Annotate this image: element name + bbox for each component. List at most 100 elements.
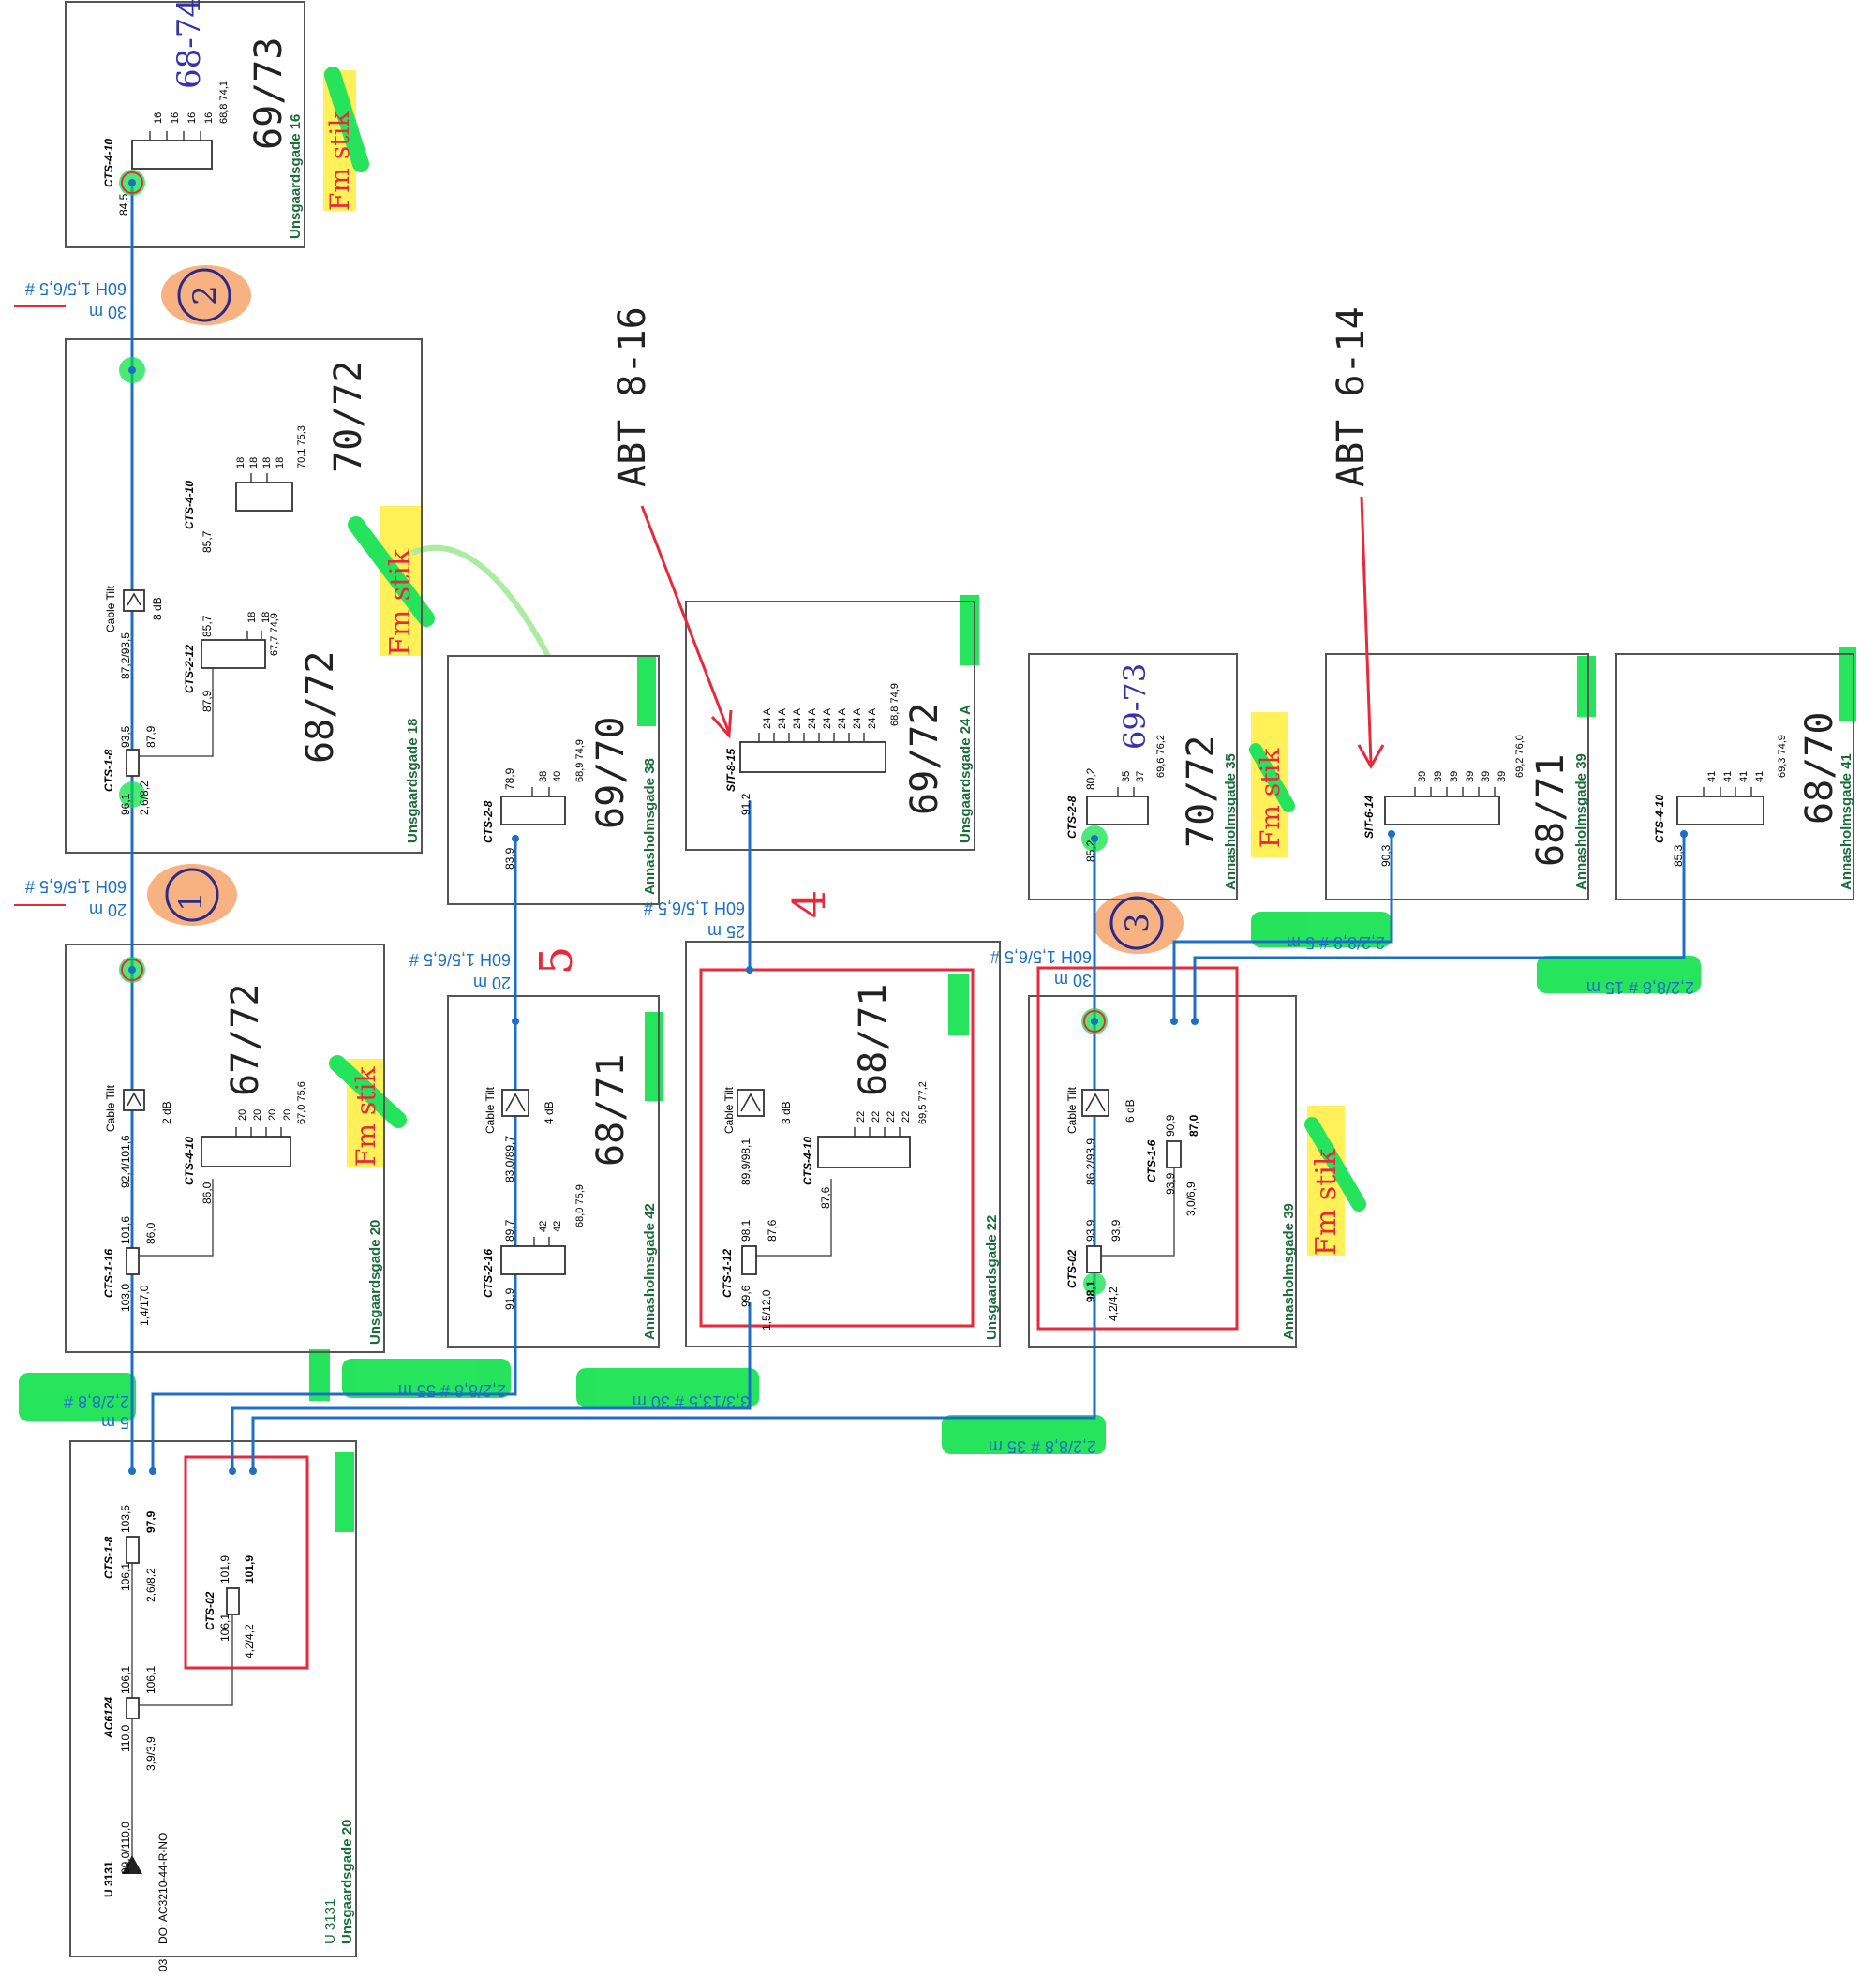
cable-node-dot-icon[interactable] <box>149 1467 156 1475</box>
port-label: 18 <box>261 612 272 623</box>
cable-length: 20 m <box>473 974 511 992</box>
tap-box-icon[interactable] <box>500 796 566 825</box>
tap-box-icon[interactable] <box>739 741 886 773</box>
splitter-box-icon[interactable] <box>741 1245 757 1275</box>
box-unsgaardsgade-18 <box>65 338 423 854</box>
cable-node-dot-icon[interactable] <box>1680 830 1688 838</box>
port-label: 24 A <box>867 707 878 729</box>
port-label: 42 <box>538 1221 549 1232</box>
loss-value: 1,4/17,0 <box>138 1285 151 1326</box>
tilt-label: Cable Tilt <box>484 1086 497 1134</box>
signal-level: 68/71 <box>589 1054 633 1167</box>
cable-node-dot-icon[interactable] <box>249 1467 257 1475</box>
tilt-label: Cable Tilt <box>104 585 117 632</box>
port-label: 18 <box>246 612 258 623</box>
level-value: 99,6 <box>739 1285 752 1307</box>
box-annasholmsgade-35 <box>1028 653 1238 900</box>
address-label: Unsgaardsgade 16 <box>288 114 304 239</box>
output-level: 68,0 75,9 <box>574 1184 586 1227</box>
loss-value: 2,6/8,2 <box>144 1568 157 1602</box>
tap-box-icon[interactable] <box>500 1245 566 1275</box>
address-label: Unsgaardsgade 20 <box>367 1220 383 1345</box>
level-value: 110,0 <box>119 1725 132 1752</box>
tap-box-icon[interactable] <box>1676 796 1764 825</box>
cable-node-dot-icon[interactable] <box>512 835 519 842</box>
green-highlight <box>576 1368 759 1407</box>
tap-value: 87,6 <box>766 1219 779 1242</box>
fm-stik-note: Fm stik <box>1255 748 1286 848</box>
cable-node-dot-icon[interactable] <box>1091 1018 1098 1025</box>
address-label: Unsgaardsgade 20 <box>339 1820 355 1944</box>
loss-value: 3,0/6,9 <box>1184 1182 1198 1216</box>
cable-label: 3,3/13,5 # 30 m <box>633 1392 750 1411</box>
tap-box-icon[interactable] <box>235 482 293 512</box>
cable-node-dot-icon[interactable] <box>128 366 136 374</box>
output-level: 70,1 75,3 <box>296 425 307 468</box>
cable-length: 30 m <box>89 303 127 321</box>
cable-node-dot-icon[interactable] <box>1388 830 1395 838</box>
loss-value: 1,5/12,0 <box>760 1289 773 1331</box>
cable-node-dot-icon[interactable] <box>128 1467 136 1475</box>
output-level: 69,6 76,2 <box>1155 735 1167 778</box>
cable-node-dot-icon[interactable] <box>746 966 753 974</box>
port-label: 37 <box>1135 771 1146 782</box>
level-value: 101,9 <box>218 1555 231 1584</box>
cable-node-dot-icon[interactable] <box>1170 1018 1178 1025</box>
cable-label: 2,2/8,8 # 35 m <box>989 1437 1096 1456</box>
cable-length: 25 m <box>707 922 745 941</box>
device-name: CTS-2-8 <box>482 800 495 843</box>
splitter-box-icon[interactable] <box>226 1587 240 1615</box>
device-name: CTS-1-12 <box>721 1249 734 1298</box>
tap-box-icon[interactable] <box>131 140 213 170</box>
handwritten-range: 68-74 <box>171 0 208 89</box>
loss-value: 4,2/4,2 <box>1107 1286 1120 1321</box>
cable-node-dot-icon[interactable] <box>128 179 136 186</box>
cable-node-dot-icon[interactable] <box>1091 835 1098 842</box>
amplifier-triangle-icon[interactable] <box>123 589 145 612</box>
port-label: 16 <box>170 112 181 124</box>
signal-level: 68/72 <box>299 651 342 764</box>
level-value: 83,9 <box>503 847 516 870</box>
splitter-box-icon[interactable] <box>1166 1140 1182 1168</box>
amplifier-triangle-icon[interactable] <box>123 1089 145 1111</box>
number-4-marker: 4 <box>783 890 836 919</box>
box-annasholmsgade-39b <box>1028 995 1297 1348</box>
tap-box-icon[interactable] <box>817 1136 911 1168</box>
tilt-db: 6 dB <box>1124 1099 1137 1123</box>
splitter-box-icon[interactable] <box>126 749 140 777</box>
splitter-box-icon[interactable] <box>126 1247 140 1275</box>
splitter-box-icon[interactable] <box>126 1697 140 1719</box>
tilt-values: 87,2/93,5 <box>119 632 132 679</box>
cable-node-dot-icon[interactable] <box>512 1018 519 1025</box>
cable-node-dot-icon[interactable] <box>1191 1018 1199 1025</box>
tilt-values: 89,9/98,1 <box>739 1138 752 1185</box>
box-unsgaardsgade-24a <box>685 601 975 851</box>
address-label: Annasholmsgade 39 <box>1573 753 1589 890</box>
tap-box-icon[interactable] <box>201 639 266 669</box>
splitter-box-icon[interactable] <box>126 1536 140 1564</box>
port-label: 24 A <box>792 707 803 729</box>
port-label: 40 <box>552 771 563 782</box>
port-label: 42 <box>552 1221 563 1232</box>
cable-node-dot-icon[interactable] <box>229 1467 236 1475</box>
port-label: 39 <box>1465 771 1476 782</box>
cable-node-dot-icon[interactable] <box>128 966 136 974</box>
output-level: 68,9 74,9 <box>574 739 586 782</box>
device-name: CTS-4-10 <box>183 1137 196 1185</box>
port-label: 35 <box>1121 771 1132 782</box>
tap-value: 106,1 <box>144 1666 157 1694</box>
splitter-box-icon[interactable] <box>1086 1245 1102 1273</box>
tap-box-icon[interactable] <box>201 1136 291 1167</box>
level-value: 93,9 <box>1084 1219 1097 1242</box>
tap-box-icon[interactable] <box>1086 796 1149 825</box>
cable-label: 2,2/8,8 # 15 m <box>1586 978 1694 997</box>
port-label: 22 <box>871 1111 882 1123</box>
level-value: 106,1 <box>218 1614 231 1642</box>
port-label: 22 <box>856 1111 867 1123</box>
device-name: CTS-1-8 <box>102 749 115 792</box>
fm-stik-note: Fm stik <box>350 1066 381 1167</box>
device-name: CTS-02 <box>203 1591 216 1630</box>
tap-box-icon[interactable] <box>1384 796 1500 825</box>
green-highlight <box>637 656 656 726</box>
device-name: CTS-2-12 <box>183 645 196 693</box>
